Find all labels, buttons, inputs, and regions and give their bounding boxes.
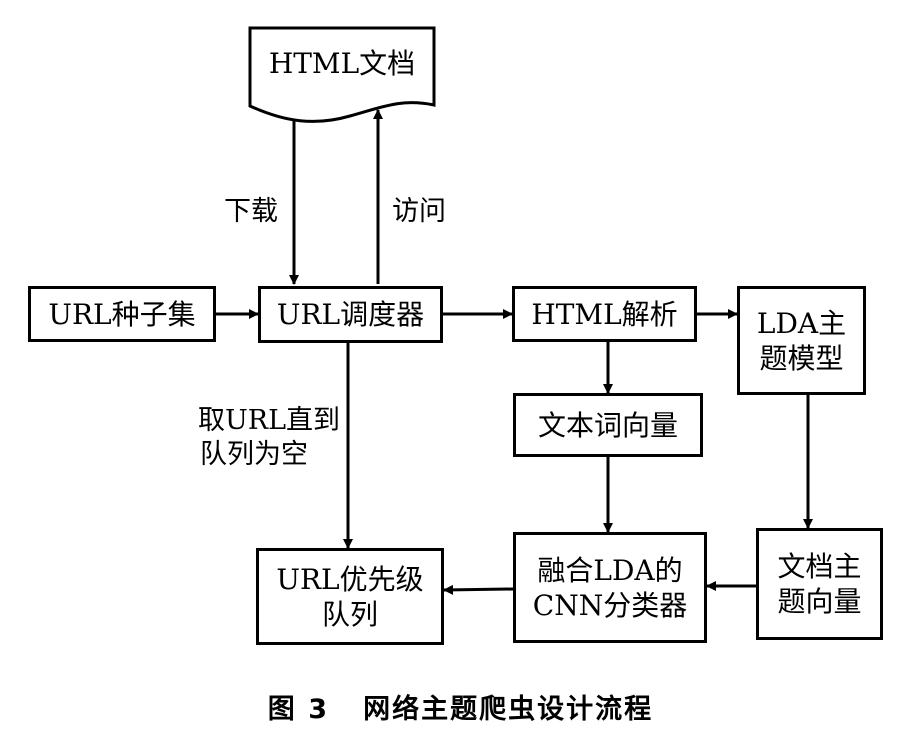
html-parsing-label: HTML解析: [531, 297, 678, 331]
doc-topic-vector-box: 文档主 题向量: [756, 528, 883, 640]
text-word-vector-label: 文本词向量: [537, 408, 678, 442]
lda-topic-model-line1: LDA主: [756, 306, 847, 340]
edge-label-take-url: 取URL直到 队列为空: [198, 404, 340, 472]
lda-topic-model-line2: 题模型: [759, 341, 844, 375]
lda-topic-model-box: LDA主 题模型: [737, 286, 866, 395]
html-document-shape: [248, 26, 436, 123]
figure-caption: 图 3 网络主题爬虫设计流程: [267, 694, 654, 725]
text-word-vector-box: 文本词向量: [513, 393, 703, 457]
lda-cnn-classifier-line2: CNN分类器: [532, 588, 688, 622]
edge-label-visit: 访问: [392, 196, 446, 227]
edge-label-take-url-line1: 取URL直到: [198, 405, 341, 436]
url-scheduler-box: URL调度器: [258, 286, 443, 343]
lda-cnn-classifier-box: 融合LDA的 CNN分类器: [513, 532, 707, 643]
doc-topic-vector-line1: 文档主: [777, 550, 862, 583]
html-parsing-box: HTML解析: [512, 286, 697, 342]
url-priority-queue-line2: 队列: [321, 597, 378, 631]
url-priority-queue-box: URL优先级 队列: [256, 548, 444, 645]
edge-label-download: 下载: [224, 196, 278, 227]
edge-classifier-to-queue: [443, 584, 514, 595]
lda-cnn-classifier-line1: 融合LDA的: [537, 553, 683, 587]
edge-label-take-url-line2: 队列为空: [200, 438, 308, 470]
url-seed-set-label: URL种子集: [48, 297, 196, 331]
url-seed-set-box: URL种子集: [28, 286, 216, 342]
url-priority-queue-line1: URL优先级: [276, 562, 424, 596]
doc-topic-vector-line2: 题向量: [777, 585, 862, 618]
url-scheduler-label: URL调度器: [276, 298, 425, 331]
html-document-label: HTML文档: [268, 47, 416, 80]
